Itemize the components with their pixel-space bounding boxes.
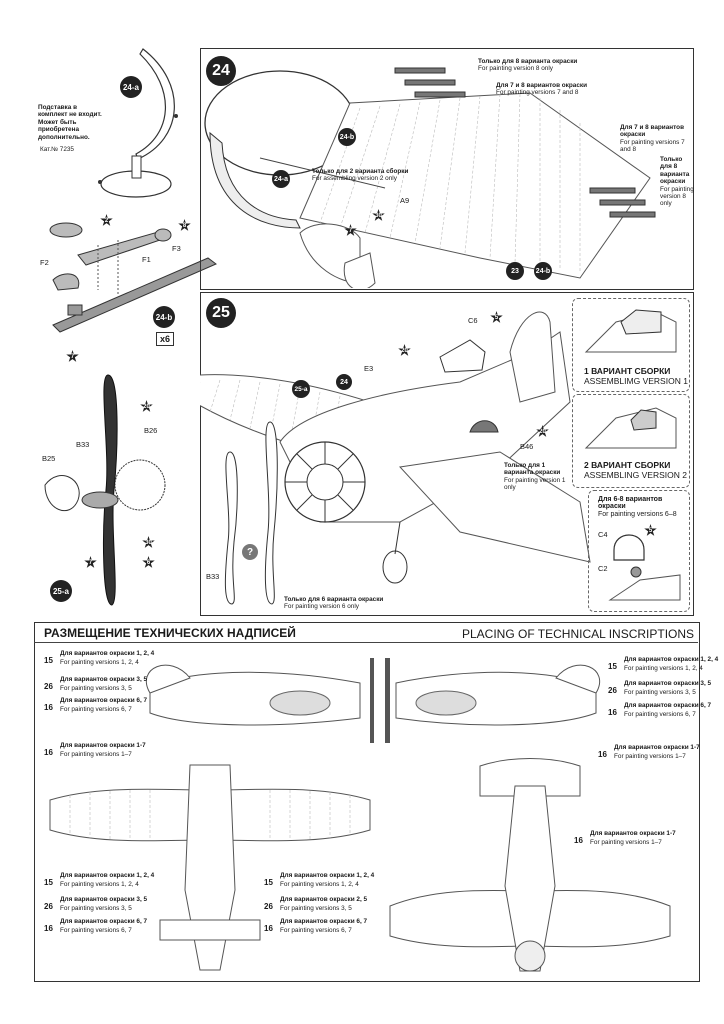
step24-number: 24 — [206, 56, 236, 86]
question-marker: ? — [242, 544, 258, 560]
part-b25: B25 — [42, 454, 56, 463]
tech-bottom-view-note: 16 Для вариантов окраски 1-7 For paintin… — [574, 830, 676, 846]
part-f3: F3 — [172, 244, 181, 253]
tech-right-1: 15 Для вариантов окраски 1, 2, 4 For pai… — [608, 656, 719, 672]
tech-top-mid-1: 15 Для вариантов окраски 1, 2, 4 For pai… — [264, 872, 375, 888]
tech-top-mid-3: 16 Для вариантов окраски 6, 7 For painti… — [264, 918, 368, 934]
stand-note: Подставка в комплект не входит. Может бы… — [38, 104, 102, 141]
assembly-v2-label: 2 ВАРИАНТ СБОРКИ ASSEMBLING VERSION 2 — [584, 460, 687, 480]
technical-title-ru: РАЗМЕЩЕНИЕ ТЕХНИЧЕСКИХ НАДПИСЕЙ — [44, 626, 296, 640]
prop-star-20: 20 — [140, 400, 153, 412]
tag-24b-top: 24-b — [338, 128, 356, 146]
step25-drawing — [200, 311, 591, 605]
paint-star-7: 7 — [66, 350, 79, 362]
tech-left-1: 15 Для вариантов окраски 1, 2, 4 For pai… — [44, 650, 155, 666]
assembly-v2-drawing — [584, 407, 677, 449]
bomb-parts-drawing — [49, 222, 217, 333]
s25-star-5: 5 — [490, 311, 503, 323]
step24-star-30: 30 — [372, 209, 385, 221]
side-view-right-drawing — [386, 658, 601, 743]
part-f2: F2 — [40, 258, 49, 267]
detail-tag-24b: 24-b — [153, 306, 175, 328]
stand-catalog: Кат.№ 7235 — [40, 146, 74, 153]
top-view-drawing — [49, 764, 371, 971]
paint-star-2: 2 — [100, 214, 113, 226]
technical-title-rule — [34, 642, 698, 643]
part-b46: B46 — [520, 442, 534, 451]
v68-inset — [588, 490, 690, 612]
s25-star-20: 20 — [398, 344, 411, 356]
tech-right-bottom: 16 Для вариантов окраски 1-7 For paintin… — [598, 744, 700, 760]
prop-star-30: 30 — [142, 536, 155, 548]
step24-drawing — [204, 67, 656, 288]
step24-star-7: 7 — [344, 224, 357, 236]
step24-panel — [200, 48, 694, 290]
bottom-view-drawing — [389, 758, 671, 972]
stand-tag-24a: 24-a — [120, 76, 142, 98]
prop-tag-25a: 25-a — [50, 580, 72, 602]
tech-right-2: 26 Для вариантов окраски 3, 5 For painti… — [608, 680, 712, 696]
assembly-v1-label: 1 ВАРИАНТ СБОРКИ ASSEMBLIMG VERSION 1 — [584, 366, 688, 386]
assembly-v1-inset — [572, 298, 690, 392]
part-25a-tag: 25-a — [292, 380, 310, 398]
part-c6: C6 — [468, 316, 478, 325]
part-e3: E3 — [364, 364, 374, 373]
tag-24b-bottom: 24-b — [534, 262, 552, 280]
tech-right-3: 16 Для вариантов окраски 6, 7 For painti… — [608, 702, 712, 718]
prop-star-6: 6 — [142, 556, 155, 568]
part-b26: B26 — [144, 426, 158, 435]
part-c2: C2 — [598, 564, 608, 573]
part-a9: A9 — [400, 196, 410, 205]
stand-drawing — [98, 48, 178, 198]
v68-star-5: 5 — [644, 524, 657, 536]
multiplier-x6: x6 — [156, 332, 175, 346]
prop-star-7: 7 — [84, 556, 97, 568]
part-24-tag: 24 — [336, 374, 352, 390]
propeller-drawing — [44, 374, 166, 606]
assembly-v2-inset — [572, 394, 690, 488]
tech-top-left-3: 16 Для вариантов окраски 6, 7 For painti… — [44, 918, 148, 934]
tech-top-left-1: 15 Для вариантов окраски 1, 2, 4 For pai… — [44, 872, 155, 888]
part-b33-right: B33 — [206, 572, 220, 581]
technical-title-en: PLACING OF TECHNICAL INSCRIPTIONS — [462, 627, 695, 641]
part-f1: F1 — [142, 255, 151, 264]
part-c4: C4 — [598, 530, 608, 539]
technical-panel — [34, 622, 700, 982]
v68-canopy-drawing — [608, 534, 681, 601]
tech-left-bottom: 16 Для вариантов окраски 1-7 For paintin… — [44, 742, 146, 758]
tech-top-mid-2: 26 Для вариантов окраски 2, 5 For painti… — [264, 896, 368, 912]
tech-top-left-2: 26 Для вариантов окраски 3, 5 For painti… — [44, 896, 148, 912]
part-b33-left: B33 — [76, 440, 90, 449]
paint-star-8: 8 — [178, 219, 191, 231]
step25-number: 25 — [206, 298, 236, 328]
step25-panel — [200, 292, 694, 616]
part-23-tag: 23 — [506, 262, 524, 280]
tech-left-3: 16 Для вариантов окраски 6, 7 For painti… — [44, 697, 148, 713]
s25-star-20b: 20 — [536, 425, 549, 437]
tag-24a-in-frame: 24-a — [272, 170, 290, 188]
assembly-v1-drawing — [584, 309, 677, 353]
tech-left-2: 26 Для вариантов окраски 3, 5 For painti… — [44, 676, 148, 692]
